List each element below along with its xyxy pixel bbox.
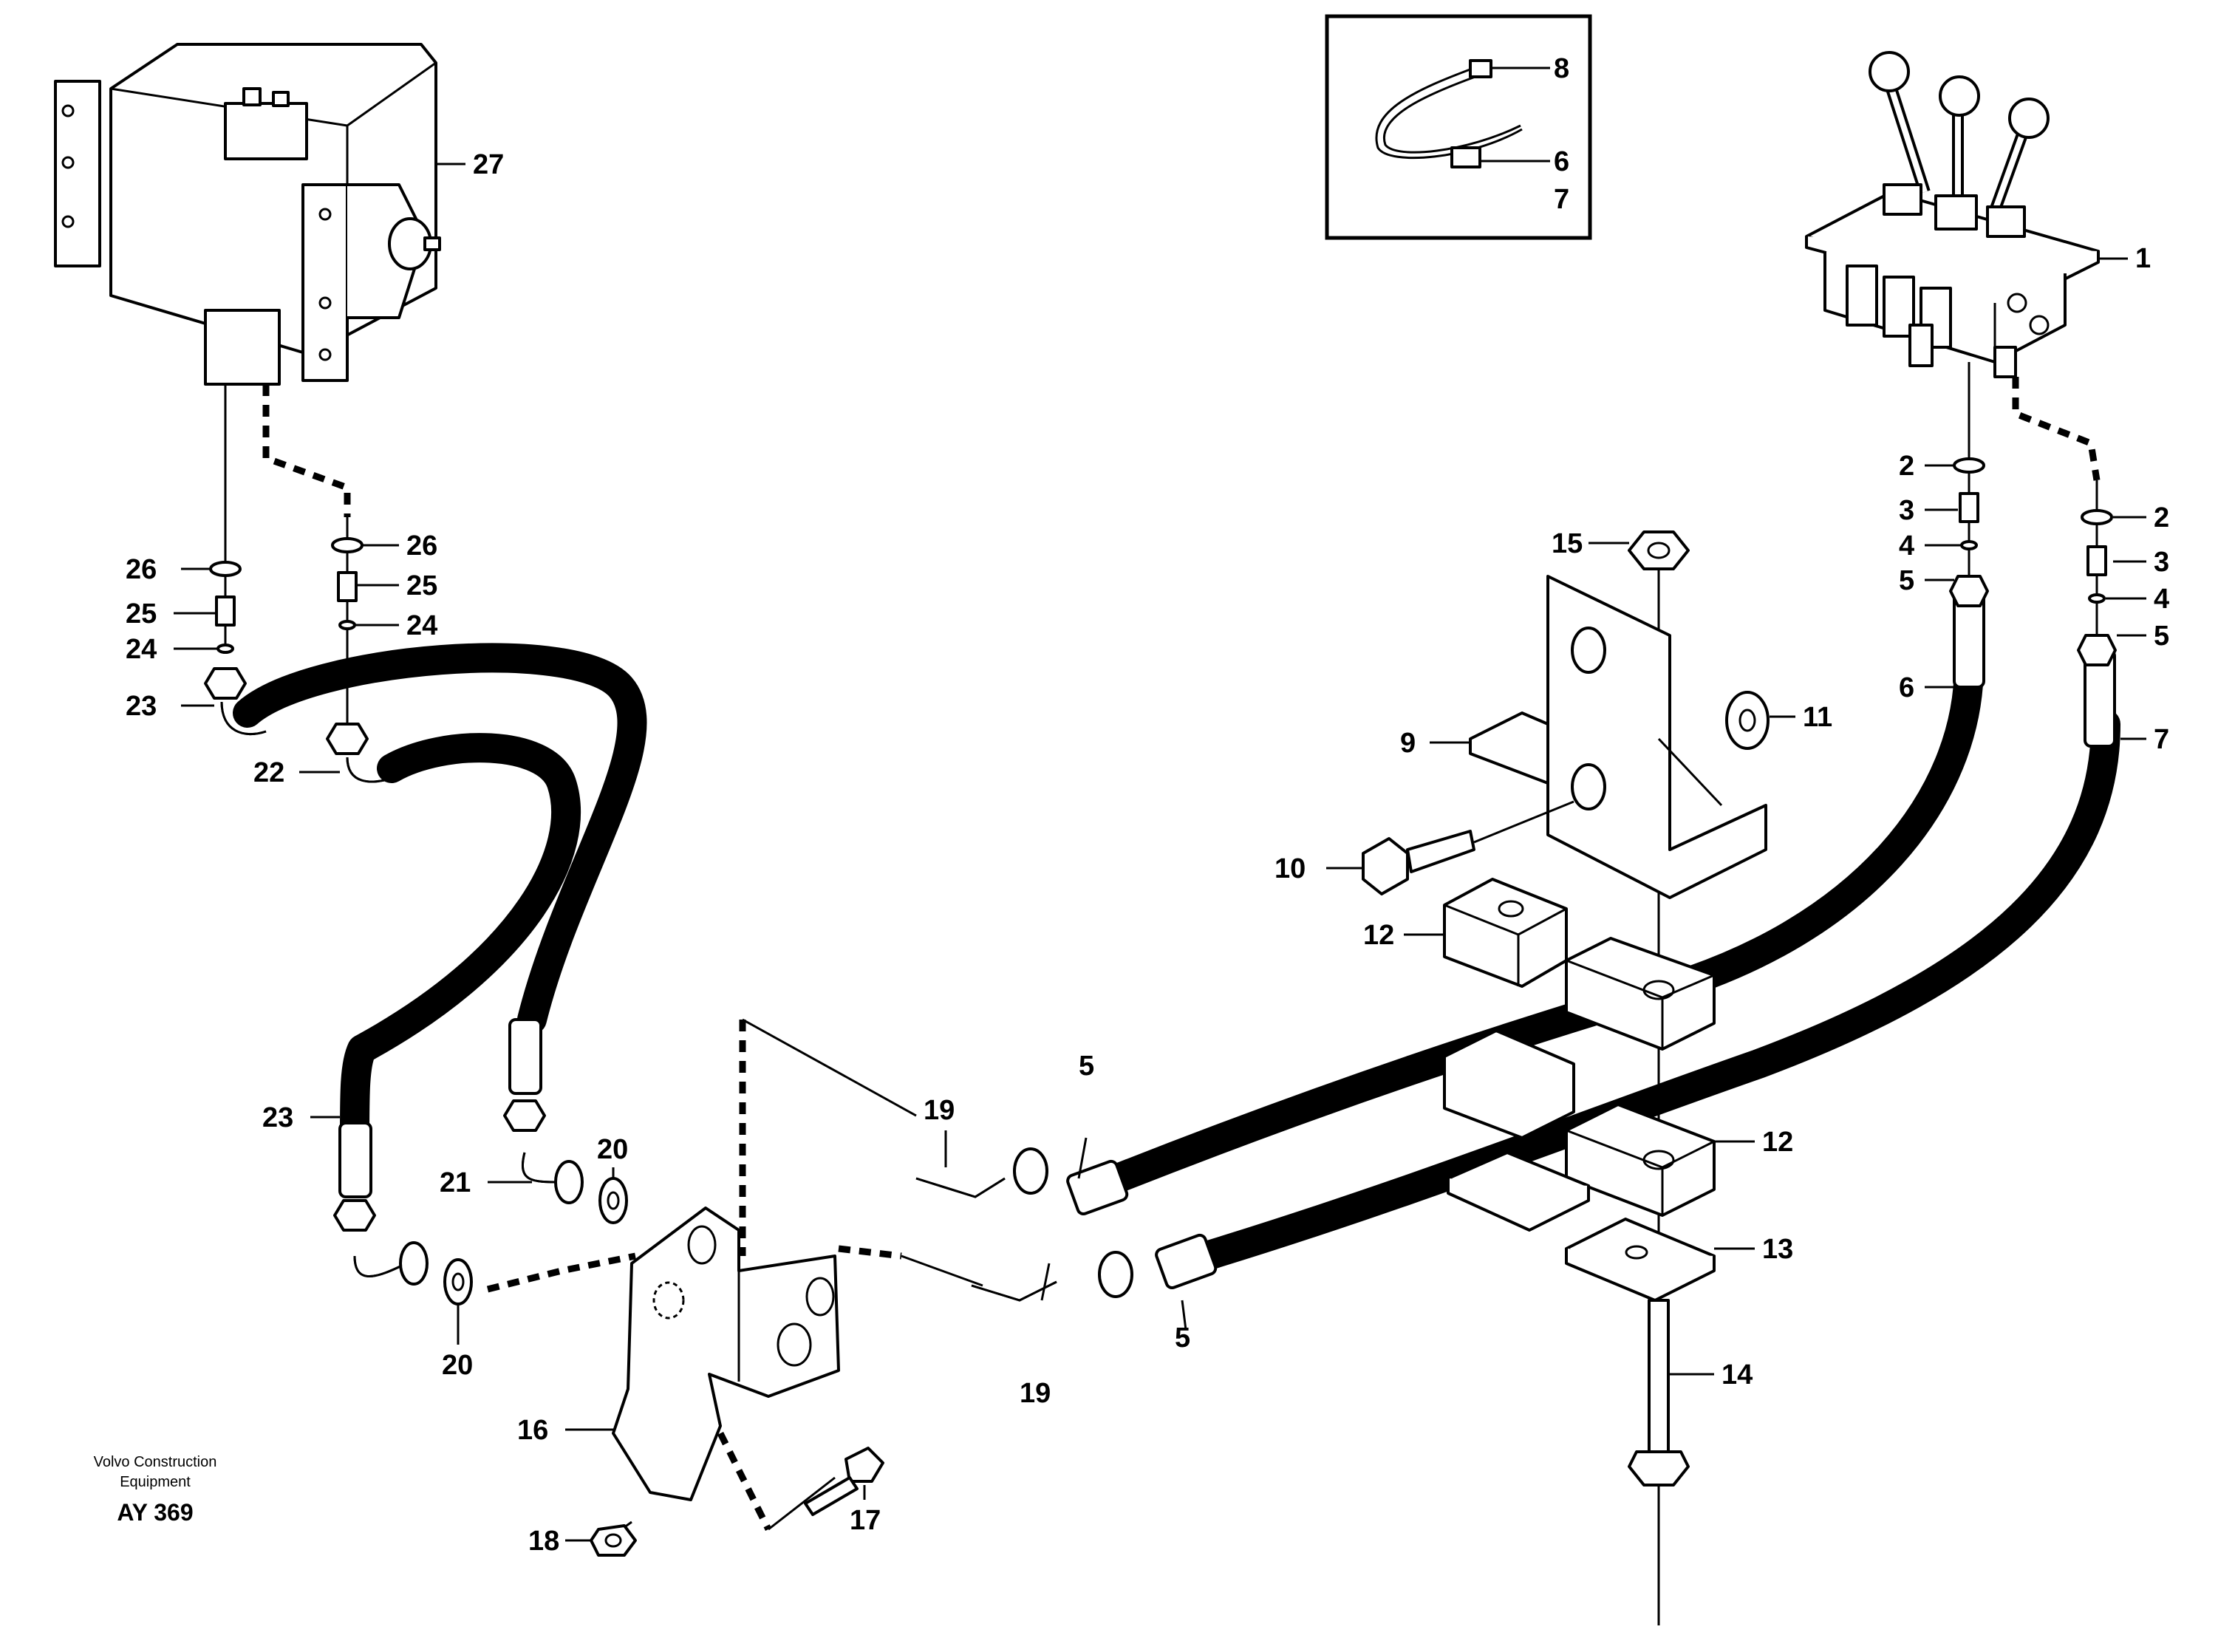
callout-24: 24 [406,610,437,641]
callout-1: 1 [2135,243,2151,274]
callout-12: 12 [1762,1127,1793,1158]
callout-12: 12 [1363,920,1394,951]
callout-7: 7 [1554,184,1569,215]
callout-26: 26 [126,554,157,585]
valve-block-27 [54,43,465,386]
connection-lines [224,362,2101,1625]
callout-18: 18 [528,1526,559,1557]
callout-19: 19 [1020,1378,1051,1409]
callout-5: 5 [1079,1051,1094,1082]
callout-23: 23 [262,1102,293,1133]
callout-14: 14 [1721,1359,1753,1390]
callout-3: 3 [2154,547,2169,578]
control-lever-unit-1 [1805,51,2128,378]
bolt-17 [804,1447,884,1516]
callout-5: 5 [1899,565,1914,596]
nut-15 [1628,530,1690,570]
callout-22: 22 [253,757,284,788]
bolt-14 [1628,1299,1690,1487]
callout-17: 17 [850,1505,881,1536]
callout-6: 6 [1554,146,1569,177]
plates-13 [1447,1151,1716,1302]
callout-8: 8 [1554,53,1569,84]
bracket-9 [1469,575,1767,899]
elbows-and-nuts [204,575,2117,1305]
callout-10: 10 [1275,853,1306,884]
caption-line-1: Volvo Construction [94,1454,217,1470]
washer-11 [1725,691,1770,750]
callout-24: 24 [126,634,157,665]
callout-7: 7 [2154,724,2169,755]
callout-9: 9 [1400,728,1416,759]
hoses [233,590,2120,1290]
callout-20: 20 [597,1134,628,1165]
callout-16: 16 [517,1415,548,1446]
callout-15: 15 [1552,528,1583,559]
callout-11: 11 [1803,702,1832,733]
callout-4: 4 [2154,584,2169,615]
callout-20: 20 [442,1350,473,1381]
callout-23: 23 [126,691,157,722]
bracket-16 [612,1206,840,1501]
callout-5: 5 [1175,1322,1190,1354]
leader-lines [174,257,2146,1542]
callout-2: 2 [1899,451,1914,482]
nut-18 [590,1524,637,1557]
callout-25: 25 [126,598,157,629]
callout-5: 5 [2154,621,2169,652]
callout-21: 21 [440,1167,471,1198]
inset-cable-tie [1325,14,1592,240]
callout-3: 3 [1899,495,1914,526]
fittings [209,457,2113,654]
callout-25: 25 [406,570,437,601]
caption-code: AY 369 [117,1499,193,1526]
bolt-10 [1362,800,1574,895]
callout-26: 26 [406,530,437,562]
callout-labels: 1 2 3 4 5 6 2 3 4 5 7 8 6 7 15 9 11 10 1… [126,53,2169,1557]
callout-27: 27 [473,149,504,180]
callout-13: 13 [1762,1234,1793,1265]
publisher-caption: Volvo Construction Equipment AY 369 [94,1454,217,1526]
callout-2: 2 [2154,502,2169,533]
caption-line-2: Equipment [120,1474,191,1490]
callout-19: 19 [924,1095,955,1126]
callout-4: 4 [1899,530,1914,562]
callout-6: 6 [1899,672,1914,703]
